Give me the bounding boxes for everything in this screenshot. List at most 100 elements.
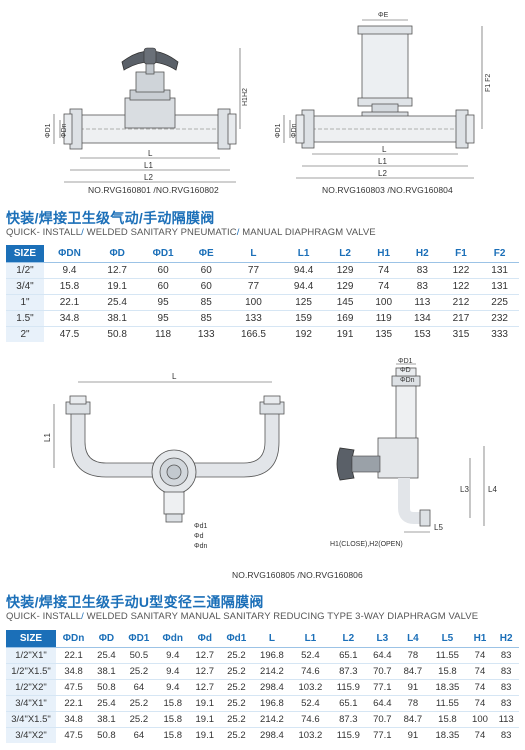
section1-subtitle: QUICK- INSTALL/ WELDED SANITARY PNEUMATI…	[6, 227, 376, 238]
figure34-caption: NO.RVG160805 /NO.RVG160806	[232, 570, 363, 580]
table-cell: 125	[281, 294, 326, 311]
col-header: L	[225, 245, 282, 263]
table-cell: 315	[452, 328, 470, 340]
col-header: H2	[493, 630, 519, 648]
table-cell: 25.2	[227, 729, 246, 741]
table-cell: 74	[474, 729, 486, 741]
dim-d1: Φd1	[194, 523, 207, 530]
table-cell: 38.1	[91, 663, 122, 680]
size-cell: 2"	[6, 326, 44, 342]
col-header: H1	[364, 245, 404, 263]
section2-spec-table: SIZE ΦDn ΦD ΦD1 Φdn Φd Φd1 L L1 L2 L3 L4…	[6, 630, 519, 743]
col-header: ΦDn	[56, 630, 92, 648]
table-cell: 100	[466, 711, 494, 728]
table-cell: 85	[186, 294, 226, 311]
col-header: ΦE	[186, 245, 226, 263]
table-cell: 38.1	[91, 711, 122, 728]
table-cell: 115.9	[329, 679, 368, 696]
col-header: Φdn	[156, 630, 190, 648]
table-cell: 214.2	[252, 711, 292, 728]
col-header: L4	[397, 630, 429, 648]
table-cell: 153	[413, 328, 431, 340]
table-cell: 84.7	[397, 663, 429, 680]
table-cell: 50.5	[121, 647, 157, 664]
section1-subtitle-c: MANUAL DIAPHRAGM VALVE	[239, 227, 376, 238]
table-cell: 18.35	[435, 729, 460, 741]
table-header-row: SIZE ΦDn ΦD ΦD1 Φdn Φd Φd1 L L1 L2 L3 L4…	[6, 630, 519, 648]
table-cell: 74	[466, 679, 494, 696]
dim-dn: ΦDn	[400, 377, 415, 384]
table-cell: 74	[466, 647, 494, 664]
table-cell: 74	[466, 663, 494, 680]
table-cell: 64.4	[367, 695, 398, 712]
table-cell: 192	[295, 328, 312, 340]
table-cell: 83	[403, 262, 442, 279]
dim-f1f2: F1 F2	[485, 74, 492, 92]
table-cell: 25.2	[220, 695, 253, 712]
table-cell: 212	[441, 294, 481, 311]
dim-l2: L2	[378, 169, 387, 178]
table-cell: 169	[325, 310, 365, 327]
table-cell: 74	[466, 695, 494, 712]
dim-l3: L3	[460, 485, 469, 494]
table-cell: 77	[225, 262, 282, 279]
table-cell: 100	[225, 294, 282, 311]
table-cell: 83	[493, 663, 519, 680]
section2-subtitle: QUICK- INSTALL/ WELDED SANITARY MANUAL S…	[6, 611, 479, 622]
dim-l1: L1	[144, 161, 153, 170]
col-header: SIZE	[6, 245, 44, 263]
table-cell: 87.3	[329, 663, 368, 680]
table-cell: 60	[186, 278, 226, 295]
dim-d1: ΦD1	[45, 123, 52, 138]
table-cell: 12.7	[189, 647, 221, 664]
figure-pneumatic-valve-drawing: ΦE L L1 L2 F1 F2 ΦD1 ΦDn	[275, 12, 492, 179]
section1-subtitle-a: QUICK- INSTALL	[6, 227, 82, 238]
table-cell: 100	[364, 294, 404, 311]
figure-manual-valve-drawing: L L1 L2 H1H2 ΦD1 ΦDn	[45, 47, 249, 183]
section1-subtitle-b: WELDED SANITARY PNEUMATIC	[83, 227, 237, 238]
col-header: SIZE	[6, 630, 56, 648]
table-cell: 15.8	[428, 711, 467, 728]
col-header: ΦD	[91, 630, 122, 648]
table-cell: 9.4	[156, 679, 190, 696]
table-cell: 78	[397, 647, 429, 664]
table-cell: 19.1	[189, 711, 221, 728]
table-cell: 34.8	[56, 663, 92, 680]
dim-l1: L1	[43, 433, 52, 442]
table-cell: 77.1	[367, 679, 398, 696]
dim-d: ΦD	[400, 367, 411, 374]
col-header: L1	[281, 245, 326, 263]
table-cell: 70.7	[367, 711, 398, 728]
table-cell: 87.3	[329, 711, 368, 728]
table-cell: 196.8	[252, 695, 292, 712]
table-cell: 103.2	[291, 679, 330, 696]
table-cell: 38.1	[94, 310, 140, 327]
table-cell: 60	[139, 278, 187, 295]
size-cell: 3/4"	[6, 278, 44, 295]
table-cell: 9.4	[156, 663, 190, 680]
table-cell: 47.5	[59, 328, 80, 340]
dim-d: Φd	[194, 533, 204, 540]
table-cell: 131	[480, 262, 519, 279]
size-cell: 1"	[6, 294, 44, 311]
dim-l: L	[172, 372, 177, 381]
table-cell: 25.4	[94, 294, 140, 311]
table-cell: 22.1	[44, 294, 95, 311]
table-cell: 15.8	[44, 278, 95, 295]
dim-dn: ΦDn	[61, 123, 68, 138]
table-cell: 22.1	[56, 695, 92, 712]
table-cell: 119	[364, 310, 404, 327]
table-cell: 64	[133, 729, 145, 741]
table-cell: 25.2	[220, 679, 253, 696]
size-cell: 3/4"X1"	[6, 695, 56, 712]
table-cell: 25.2	[220, 711, 253, 728]
table-cell: 19.1	[94, 278, 140, 295]
dim-e: ΦE	[378, 12, 389, 19]
table-cell: 65.1	[329, 695, 368, 712]
table-cell: 25.4	[91, 647, 122, 664]
figure-side-view-drawing: ΦD1 ΦD ΦDn L3 L4 L5 H1(CLOSE),H2(OPEN)	[330, 358, 497, 548]
